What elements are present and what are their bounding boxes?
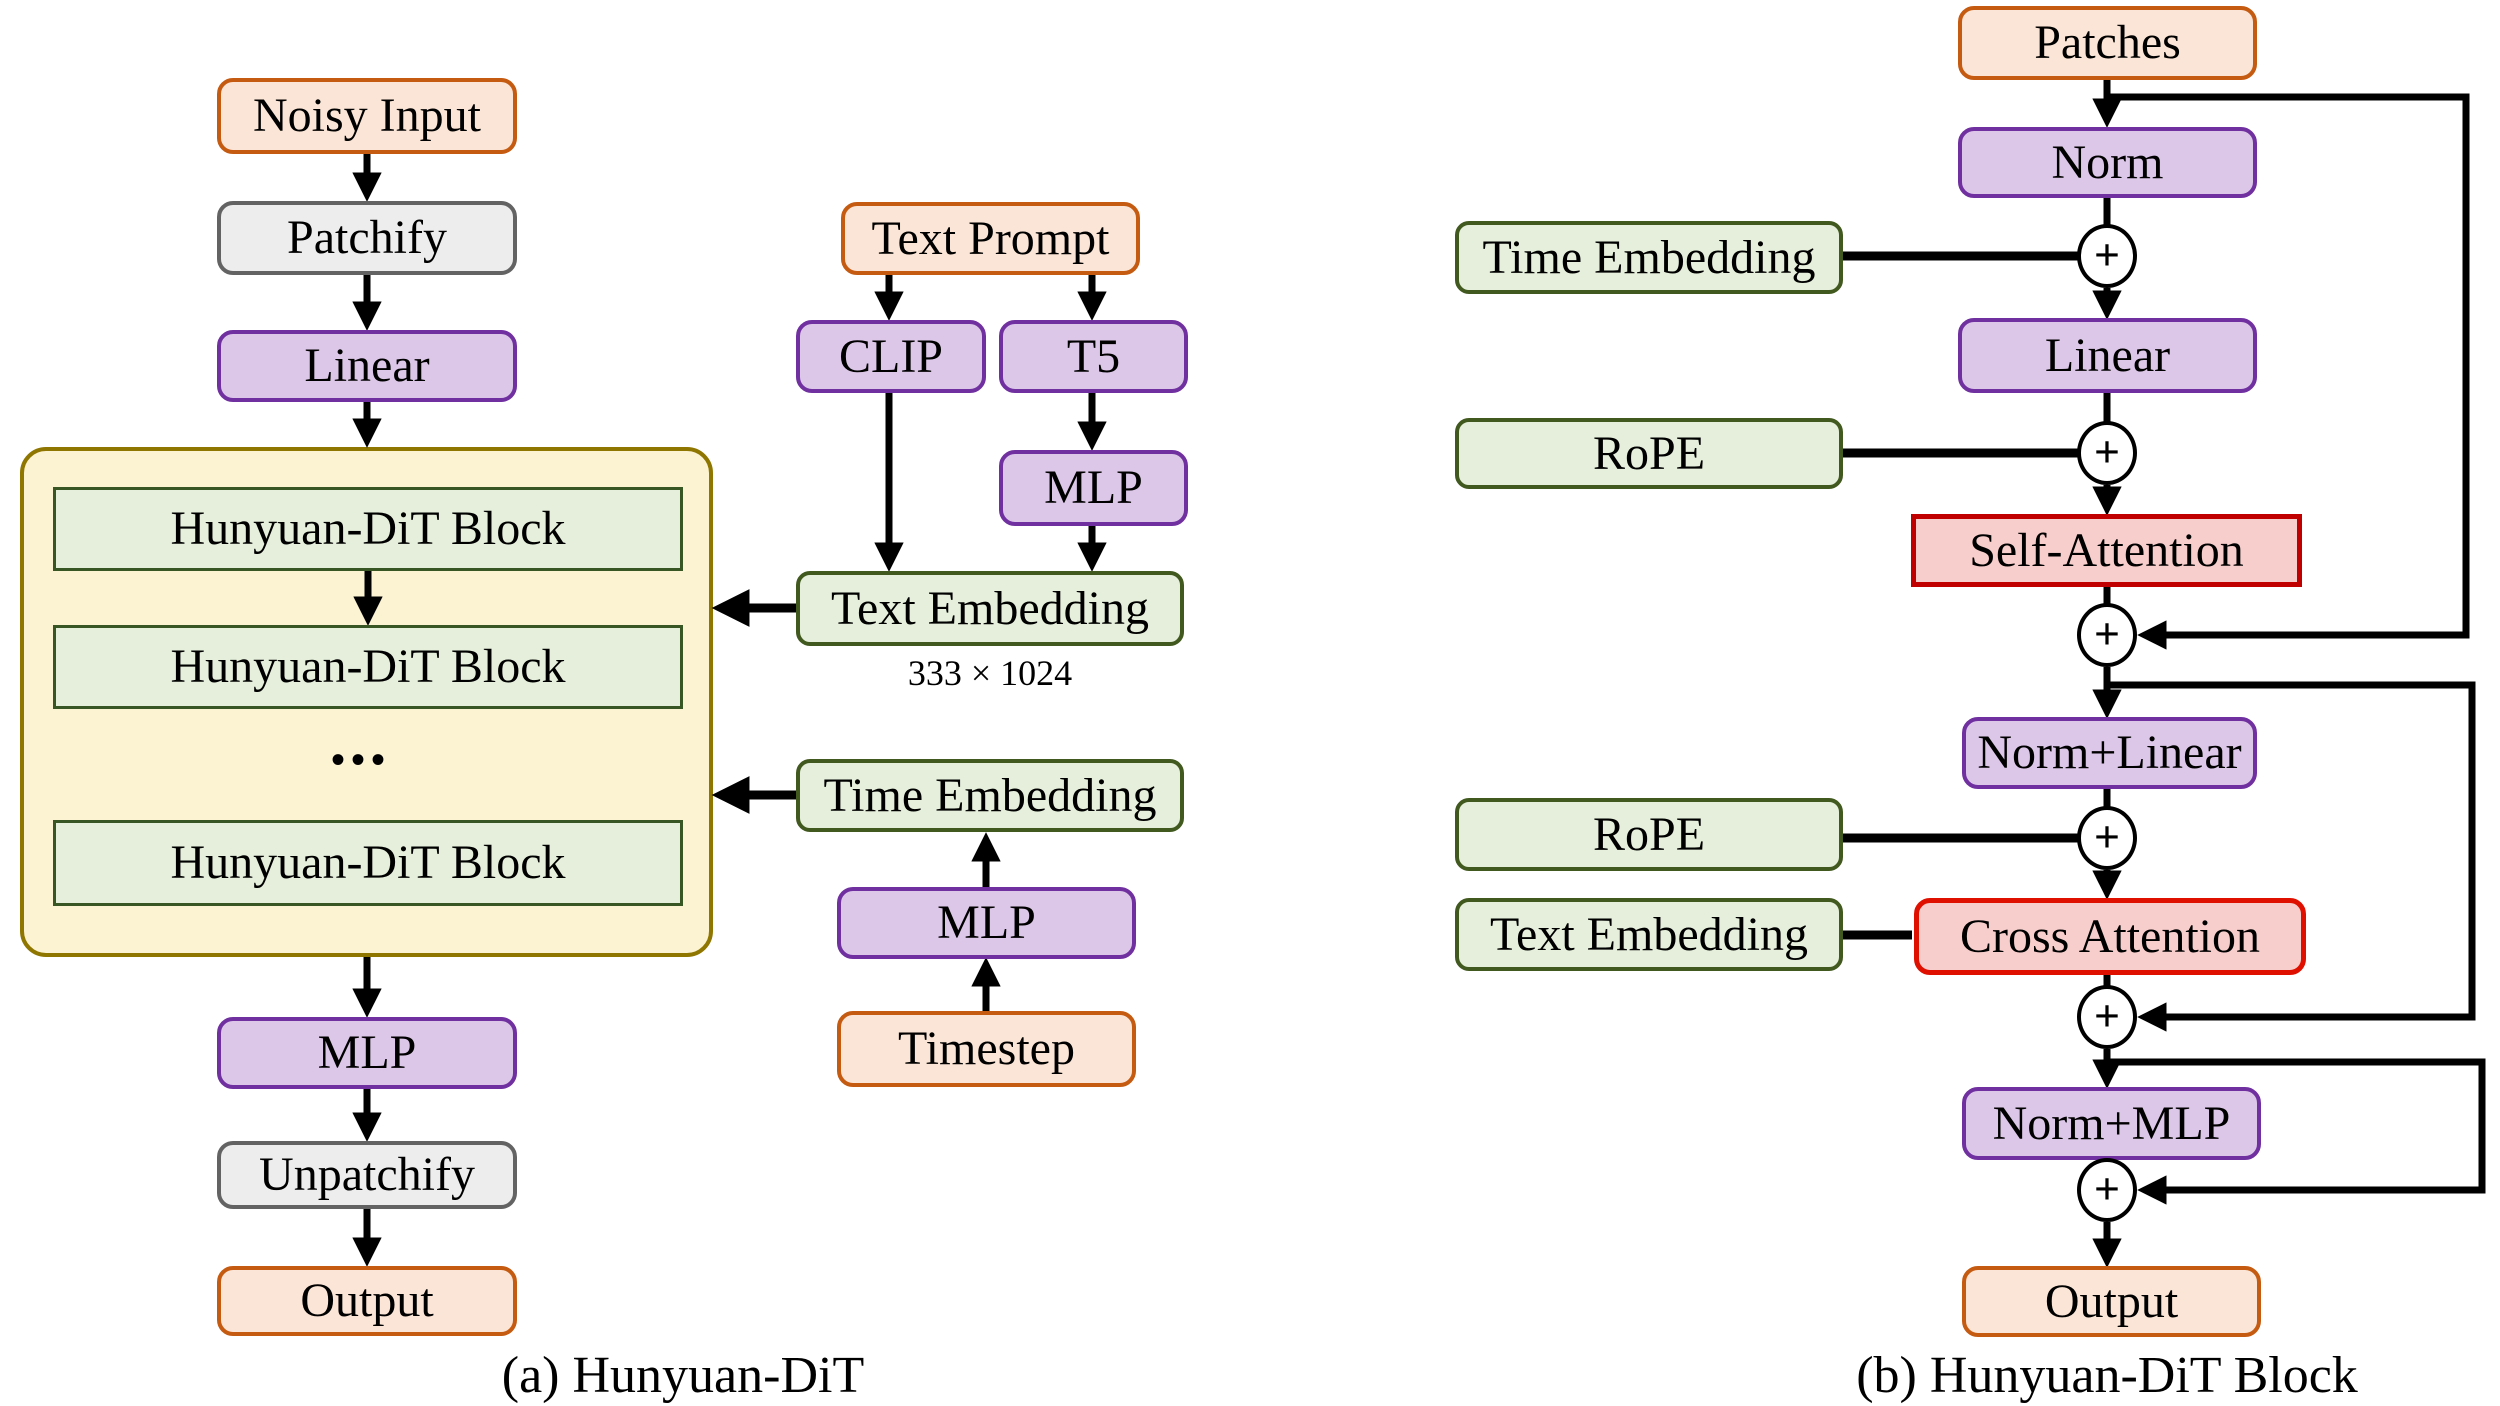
- hunyuan-dit-block-1: Hunyuan-DiT Block: [53, 487, 683, 571]
- hunyuan-dit-block-3: Hunyuan-DiT Block: [53, 820, 683, 906]
- rope-box-2: RoPE: [1455, 798, 1843, 871]
- sum-node-4: +: [2077, 806, 2137, 870]
- sum-node-5: +: [2077, 985, 2137, 1049]
- norm-linear-box: Norm+Linear: [1962, 717, 2257, 789]
- text-embedding-box-a: Text Embedding: [796, 571, 1184, 646]
- text-embedding-box-b: Text Embedding: [1455, 898, 1843, 971]
- text-embedding-dim-label: 333 × 1024: [907, 653, 1073, 693]
- rope-box-1: RoPE: [1455, 418, 1843, 489]
- t5-box: T5: [999, 320, 1188, 393]
- hunyuan-dit-block-2: Hunyuan-DiT Block: [53, 625, 683, 709]
- skip-sum3-to-sum5: [2107, 681, 2476, 1032]
- self-attention-box: Self-Attention: [1911, 514, 2302, 587]
- clip-box: CLIP: [796, 320, 986, 393]
- caption-b: (b) Hunyuan-DiT Block: [1856, 1347, 2358, 1404]
- cross-attention-box: Cross Attention: [1914, 898, 2306, 975]
- skip-sum5-to-sum6: [2107, 1058, 2486, 1205]
- ellipsis-dots: •••: [330, 736, 391, 782]
- noisy-input-box: Noisy Input: [217, 78, 517, 154]
- sum-node-1: +: [2077, 224, 2137, 288]
- linear-box: Linear: [217, 330, 517, 402]
- unpatchify-box: Unpatchify: [217, 1141, 517, 1209]
- output-box-a: Output: [217, 1266, 517, 1336]
- sum-node-6: +: [2077, 1158, 2137, 1222]
- mlp-t5-box: MLP: [999, 450, 1188, 526]
- text-prompt-box: Text Prompt: [841, 202, 1140, 275]
- output-box-b: Output: [1962, 1266, 2261, 1337]
- time-embedding-box-b: Time Embedding: [1455, 221, 1843, 294]
- norm-mlp-box: Norm+MLP: [1962, 1087, 2261, 1160]
- caption-a: (a) Hunyuan-DiT: [501, 1347, 865, 1404]
- sum-node-3: +: [2077, 603, 2137, 667]
- linear-box-b: Linear: [1958, 318, 2257, 393]
- mlp-out-box: MLP: [217, 1017, 517, 1089]
- patches-box: Patches: [1958, 6, 2257, 80]
- mlp-time-box: MLP: [837, 887, 1136, 959]
- skip-patches-to-sum3: [2107, 93, 2470, 650]
- timestep-box: Timestep: [837, 1011, 1136, 1087]
- patchify-box: Patchify: [217, 201, 517, 275]
- time-embedding-box-a: Time Embedding: [796, 759, 1184, 832]
- sum-node-2: +: [2077, 421, 2137, 485]
- norm-box: Norm: [1958, 127, 2257, 198]
